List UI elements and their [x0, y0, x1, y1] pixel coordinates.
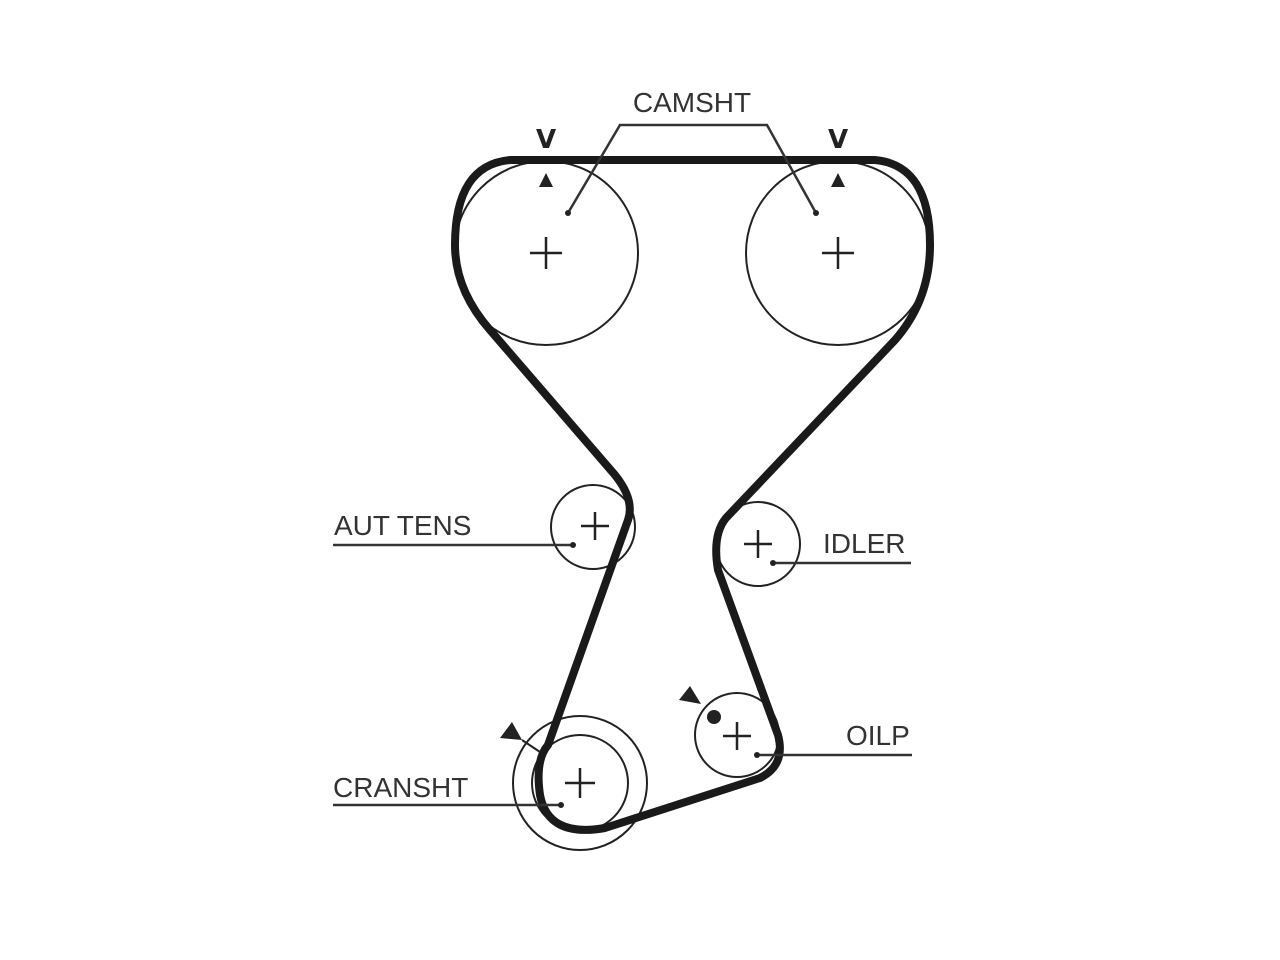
right-cam-triangle-icon: [831, 173, 845, 187]
oil-pump-callout: OILP: [754, 720, 912, 758]
auto-tensioner-center-icon: [581, 512, 609, 540]
oil-pump-triangle-icon: [679, 686, 701, 704]
auto-tensioner-callout: AUT TENS: [333, 510, 576, 548]
right-camshaft-center-icon: [822, 237, 854, 269]
left-camshaft-center-icon: [530, 237, 562, 269]
center-marks: [530, 237, 854, 798]
crankshaft-center-icon: [565, 768, 595, 798]
camshaft-callout: CAMSHT: [565, 87, 819, 216]
timing-belt: [451, 156, 934, 834]
auto-tensioner-label: AUT TENS: [334, 510, 471, 541]
crankshaft-label: CRANSHT: [333, 772, 468, 803]
left-cam-timing-mark: V: [536, 125, 556, 155]
idler-label: IDLER: [823, 528, 905, 559]
oil-pump-mark-dot-icon: [707, 710, 721, 724]
oil-pump-label: OILP: [846, 720, 910, 751]
crank-mark-line: [521, 739, 541, 753]
oil-pump-center-icon: [723, 722, 751, 750]
oil-pump-leader-dot: [754, 752, 760, 758]
timing-marks: V V: [500, 125, 848, 753]
right-cam-timing-mark: V: [828, 125, 848, 155]
idler-leader-dot: [770, 560, 776, 566]
right-cam-leader-dot: [813, 210, 819, 216]
camshaft-leader-bracket: [566, 123, 818, 214]
camshaft-label: CAMSHT: [633, 87, 751, 118]
crankshaft-callout: CRANSHT: [333, 772, 564, 808]
idler-center-icon: [744, 530, 772, 558]
idler-callout: IDLER: [770, 528, 911, 566]
left-cam-leader-dot: [565, 210, 571, 216]
left-cam-triangle-icon: [539, 173, 553, 187]
auto-tensioner-leader-dot: [570, 542, 576, 548]
crankshaft-leader-dot: [558, 802, 564, 808]
crank-triangle-icon: [500, 722, 522, 740]
